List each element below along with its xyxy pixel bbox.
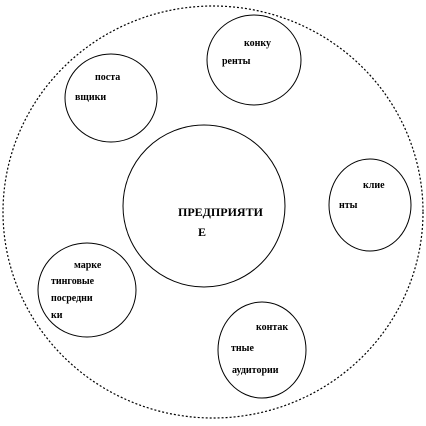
competitors-label-line-2: ренты bbox=[222, 56, 251, 67]
intermediaries-label-line-3: посредни bbox=[51, 293, 93, 304]
intermediaries-label-line-2: тинговые bbox=[51, 276, 95, 287]
enterprise-label-line-1: ПРЕДПРИЯТИ bbox=[178, 205, 264, 219]
intermediaries-label-line-4: ки bbox=[51, 310, 63, 321]
audiences-label-line-1: контак bbox=[256, 322, 288, 333]
audiences-label-line-3: аудитории bbox=[232, 365, 279, 376]
intermediaries-label-line-1: марке bbox=[74, 260, 102, 271]
competitors-circle bbox=[206, 14, 302, 106]
suppliers-label-line-2: вщики bbox=[75, 92, 106, 103]
clients-circle bbox=[328, 158, 412, 252]
audiences-label-line-2: тные bbox=[231, 343, 254, 354]
outer-environment-circle bbox=[2, 5, 424, 419]
enterprise-label-line-2: Е bbox=[198, 225, 206, 239]
enterprise-circle bbox=[122, 124, 286, 288]
clients-label-line-1: клие bbox=[363, 180, 385, 191]
intermediaries-circle bbox=[37, 242, 137, 338]
suppliers-circle bbox=[64, 53, 158, 143]
competitors-label-line-1: конку bbox=[244, 38, 271, 49]
audiences-circle bbox=[217, 301, 307, 399]
suppliers-label-line-1: поста bbox=[95, 72, 120, 83]
clients-label-line-2: нты bbox=[339, 200, 358, 211]
